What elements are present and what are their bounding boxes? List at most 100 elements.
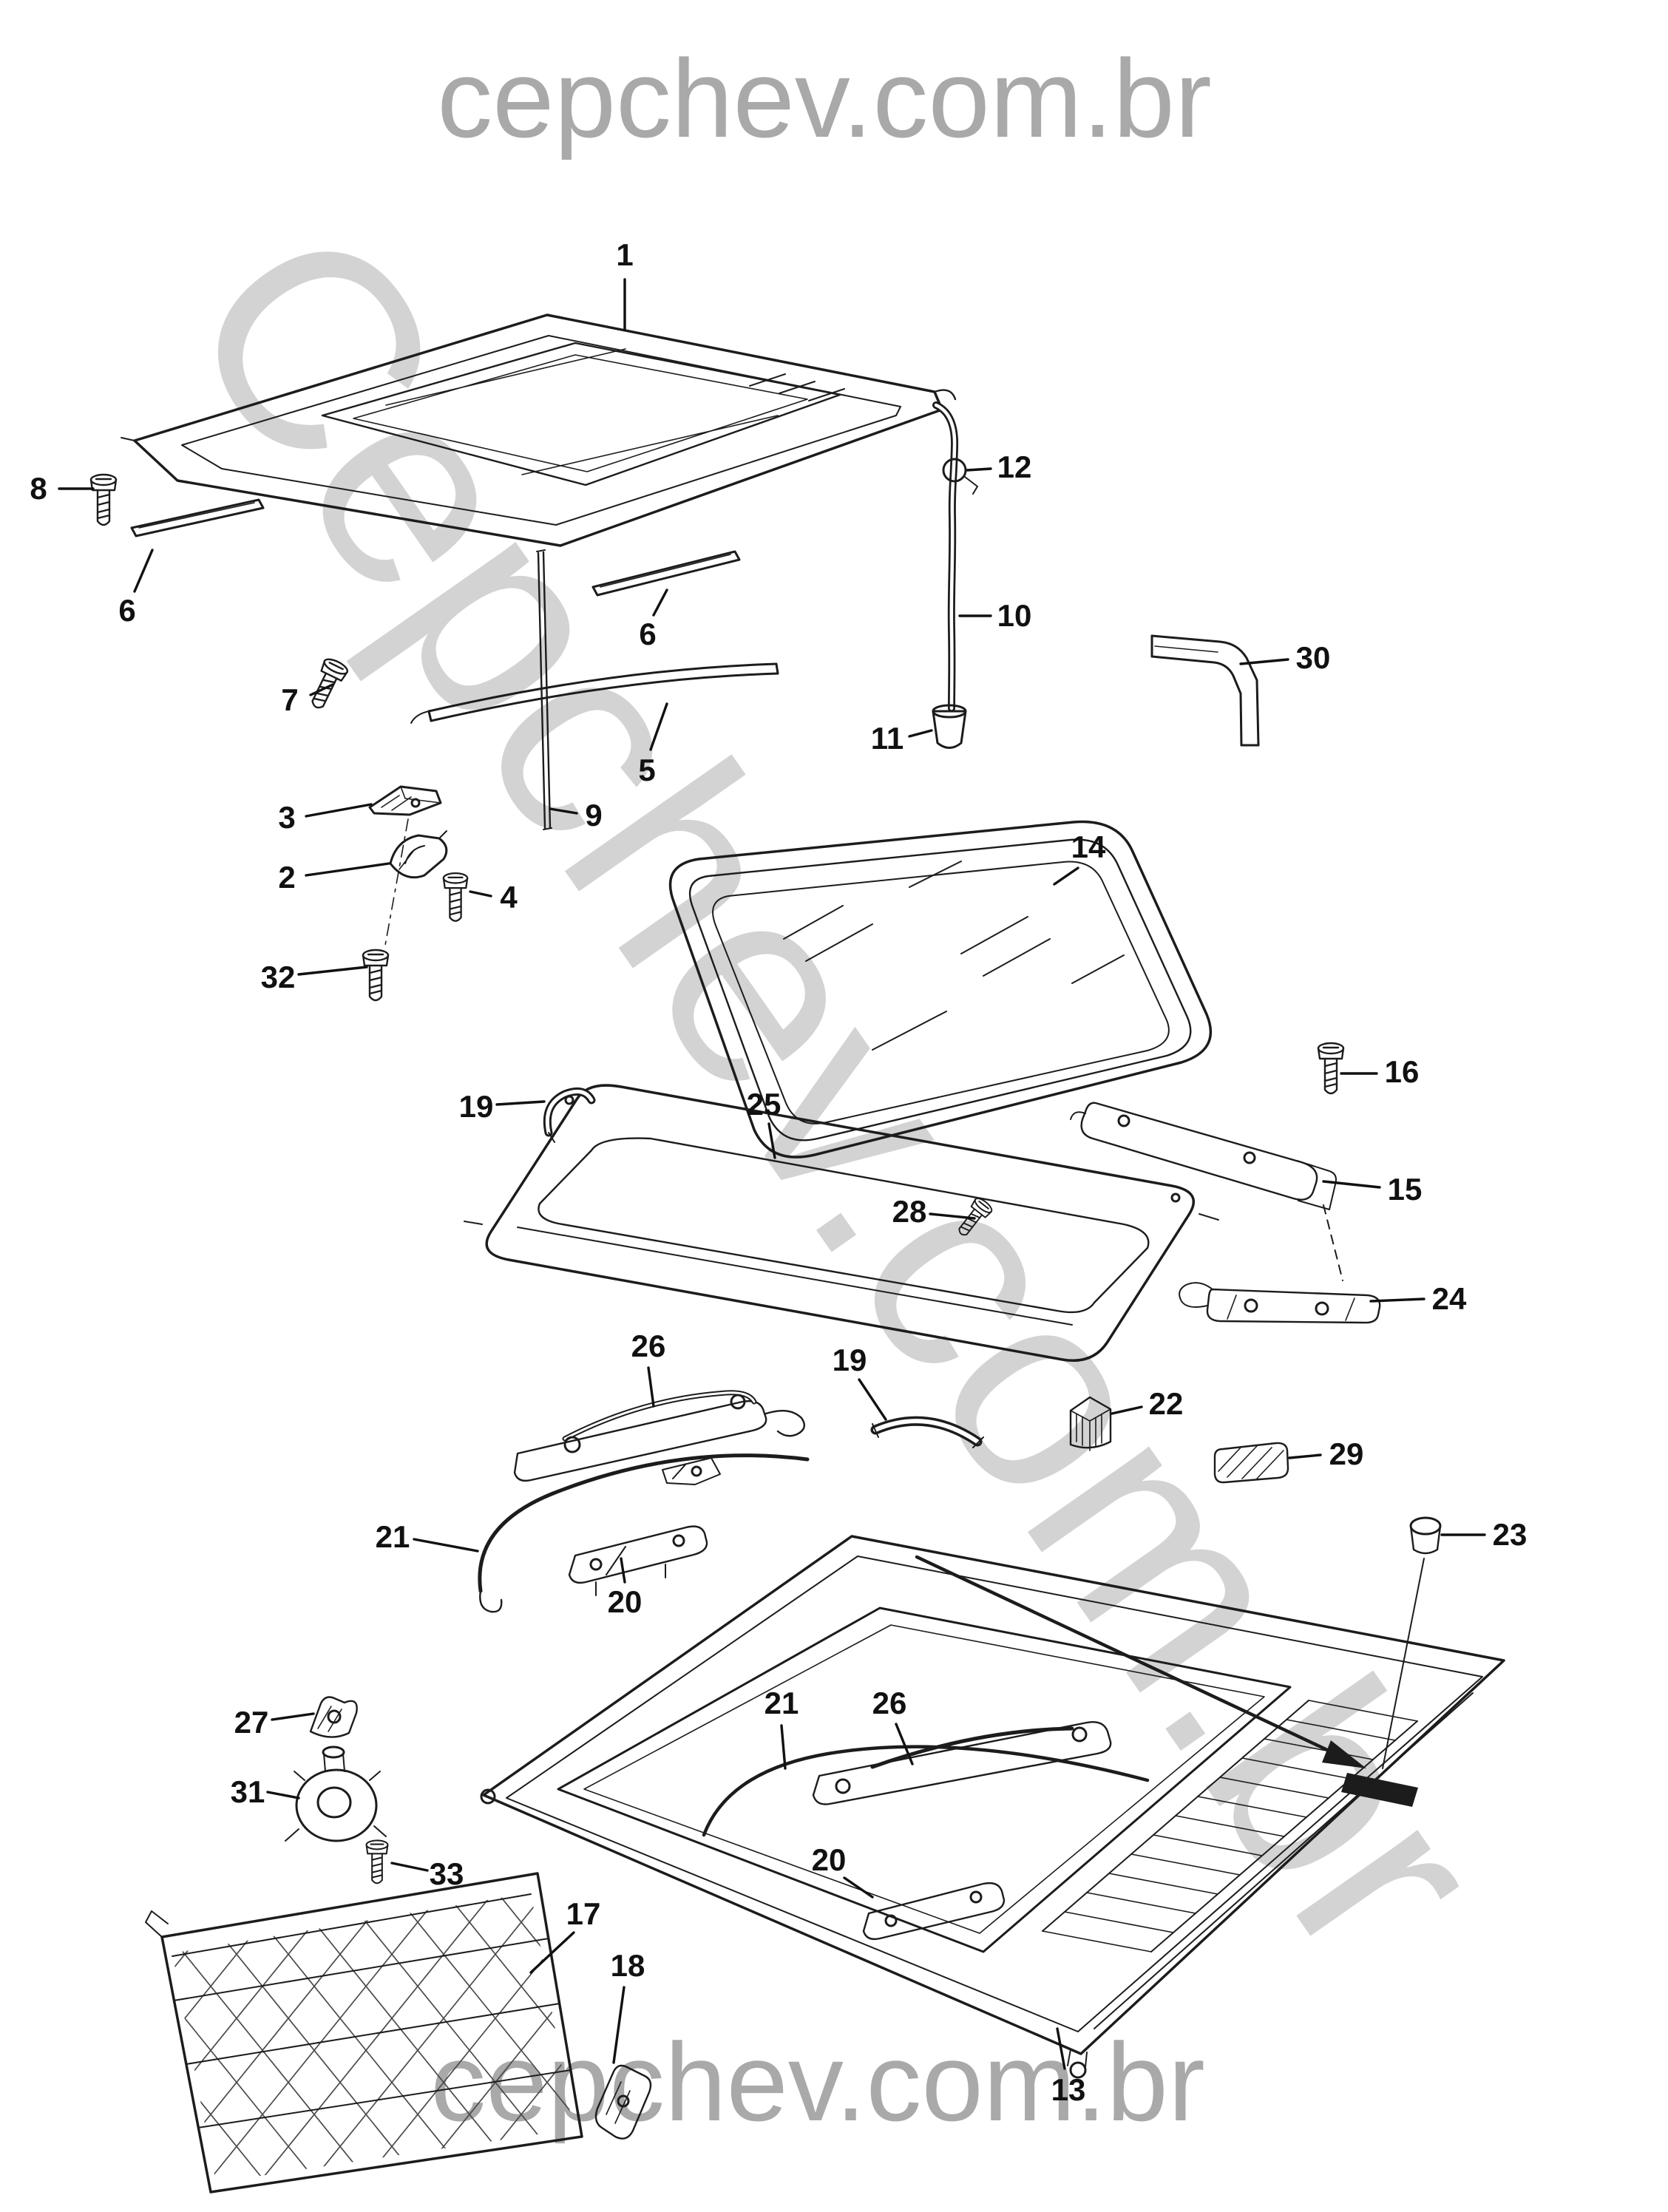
part-17-sunshade	[145, 1872, 583, 2194]
leader-line-5	[649, 702, 668, 751]
part-label-3: 3	[278, 800, 295, 835]
part-label-30: 30	[1296, 640, 1331, 675]
part-label-23: 23	[1493, 1517, 1528, 1552]
leader-line-11	[908, 729, 933, 738]
part-30-corner-channel	[1150, 634, 1260, 747]
leader-line-27	[271, 1712, 315, 1721]
part-label-12: 12	[997, 449, 1032, 484]
part-11-grommet	[932, 704, 967, 749]
leader-line-19	[858, 1378, 887, 1421]
leader-line-12	[966, 467, 992, 472]
leader-line-33	[390, 1862, 429, 1872]
part-label-31: 31	[231, 1774, 265, 1809]
part-label-26: 26	[631, 1329, 666, 1363]
leader-line-28	[929, 1212, 976, 1220]
leader-line-3	[305, 803, 373, 818]
part-13-main-frame	[480, 1535, 1505, 2079]
part-5-strip	[410, 662, 779, 724]
part-label-15: 15	[1388, 1172, 1423, 1207]
part-label-8: 8	[30, 471, 47, 506]
part-label-9: 9	[585, 798, 602, 832]
leader-line-18	[612, 1986, 626, 2064]
part-label-14: 14	[1071, 830, 1106, 864]
part-label-21: 21	[376, 1519, 410, 1554]
part-23-cap	[1382, 1516, 1442, 1769]
part-4-screw	[442, 872, 469, 923]
part-21-cable-lower	[702, 1745, 1150, 1837]
part-14-glass-panel	[668, 820, 1213, 1158]
part-22-block	[1069, 1396, 1112, 1451]
part-label-6: 6	[118, 593, 135, 628]
leader-line-26	[895, 1723, 914, 1765]
part-label-17: 17	[566, 1896, 601, 1931]
part-31-grommet-mount	[285, 1745, 387, 1842]
part-label-22: 22	[1149, 1386, 1184, 1421]
leader-line-14	[1053, 866, 1079, 886]
leader-line-4	[469, 890, 492, 898]
centerline-2-32	[384, 818, 409, 950]
part-label-29: 29	[1329, 1436, 1364, 1471]
part-label-18: 18	[611, 1948, 645, 1983]
leader-line-6	[652, 588, 668, 617]
leader-line-20	[843, 1876, 874, 1899]
part-label-13: 13	[1051, 2072, 1086, 2107]
part-20-bracket-upper	[568, 1525, 708, 1596]
part-label-19: 19	[833, 1343, 867, 1377]
part-label-11: 11	[871, 721, 904, 756]
part-29-block	[1213, 1442, 1289, 1484]
part-12-hose-clip	[942, 458, 978, 495]
part-label-5: 5	[638, 753, 655, 787]
part-label-21: 21	[764, 1686, 799, 1720]
leader-line-7	[309, 683, 334, 696]
leader-line-17	[529, 1931, 575, 1974]
part-8-screw	[89, 473, 118, 526]
part-7-screw	[303, 655, 351, 714]
watermark-top: cepchev.com.br	[437, 36, 1212, 160]
leader-line-32	[297, 966, 368, 976]
watermark-bottom: cepchev.com.br	[430, 2020, 1205, 2144]
part-label-26: 26	[872, 1686, 907, 1720]
leader-line-29	[1288, 1453, 1322, 1459]
part-label-28: 28	[892, 1194, 927, 1229]
part-label-1: 1	[616, 237, 633, 272]
part-27-clip	[309, 1696, 358, 1738]
leader-line-25	[767, 1122, 776, 1159]
watermark-layer: cepchev.com.br cepchev.com.br Cepchev.co…	[127, 36, 1547, 2144]
part-label-7: 7	[281, 682, 298, 717]
leader-line-2	[305, 862, 390, 877]
part-label-10: 10	[997, 598, 1032, 633]
leader-line-19	[495, 1100, 546, 1106]
leader-line-30	[1239, 658, 1289, 665]
part-2-hook-bracket	[389, 830, 448, 879]
leader-line-21	[413, 1538, 479, 1553]
part-33-screw	[365, 1839, 389, 1884]
centerline-15-24	[1323, 1204, 1343, 1281]
part-15-rail	[1070, 1102, 1337, 1210]
part-label-20: 20	[812, 1842, 847, 1877]
part-26-mechanism-lower	[812, 1721, 1112, 1805]
part-label-20: 20	[608, 1584, 643, 1619]
leader-line-13	[1056, 2027, 1066, 2070]
part-label-2: 2	[278, 860, 295, 895]
part-label-25: 25	[747, 1087, 782, 1122]
leader-line-24	[1369, 1297, 1425, 1303]
part-label-6: 6	[639, 617, 656, 651]
leader-line-15	[1322, 1180, 1381, 1189]
part-32-screw	[362, 949, 390, 1002]
leader-line-31	[266, 1791, 300, 1799]
part-3-guide-bracket	[368, 785, 442, 816]
part-label-27: 27	[234, 1705, 269, 1740]
leader-line-20	[620, 1557, 626, 1584]
part-20-bracket-lower	[862, 1882, 1006, 1941]
part-16-screw	[1317, 1042, 1345, 1095]
part-6-strip-left	[130, 498, 265, 537]
part-10-drain-hose	[932, 401, 959, 712]
part-6-strip-center	[591, 550, 741, 597]
part-26-mechanism-upper	[513, 1390, 806, 1485]
pointer-arrow-23	[915, 1555, 1418, 1807]
leader-line-9	[549, 807, 578, 815]
part-label-16: 16	[1385, 1054, 1420, 1089]
leader-line-21	[780, 1724, 787, 1770]
part-label-33: 33	[430, 1856, 464, 1891]
